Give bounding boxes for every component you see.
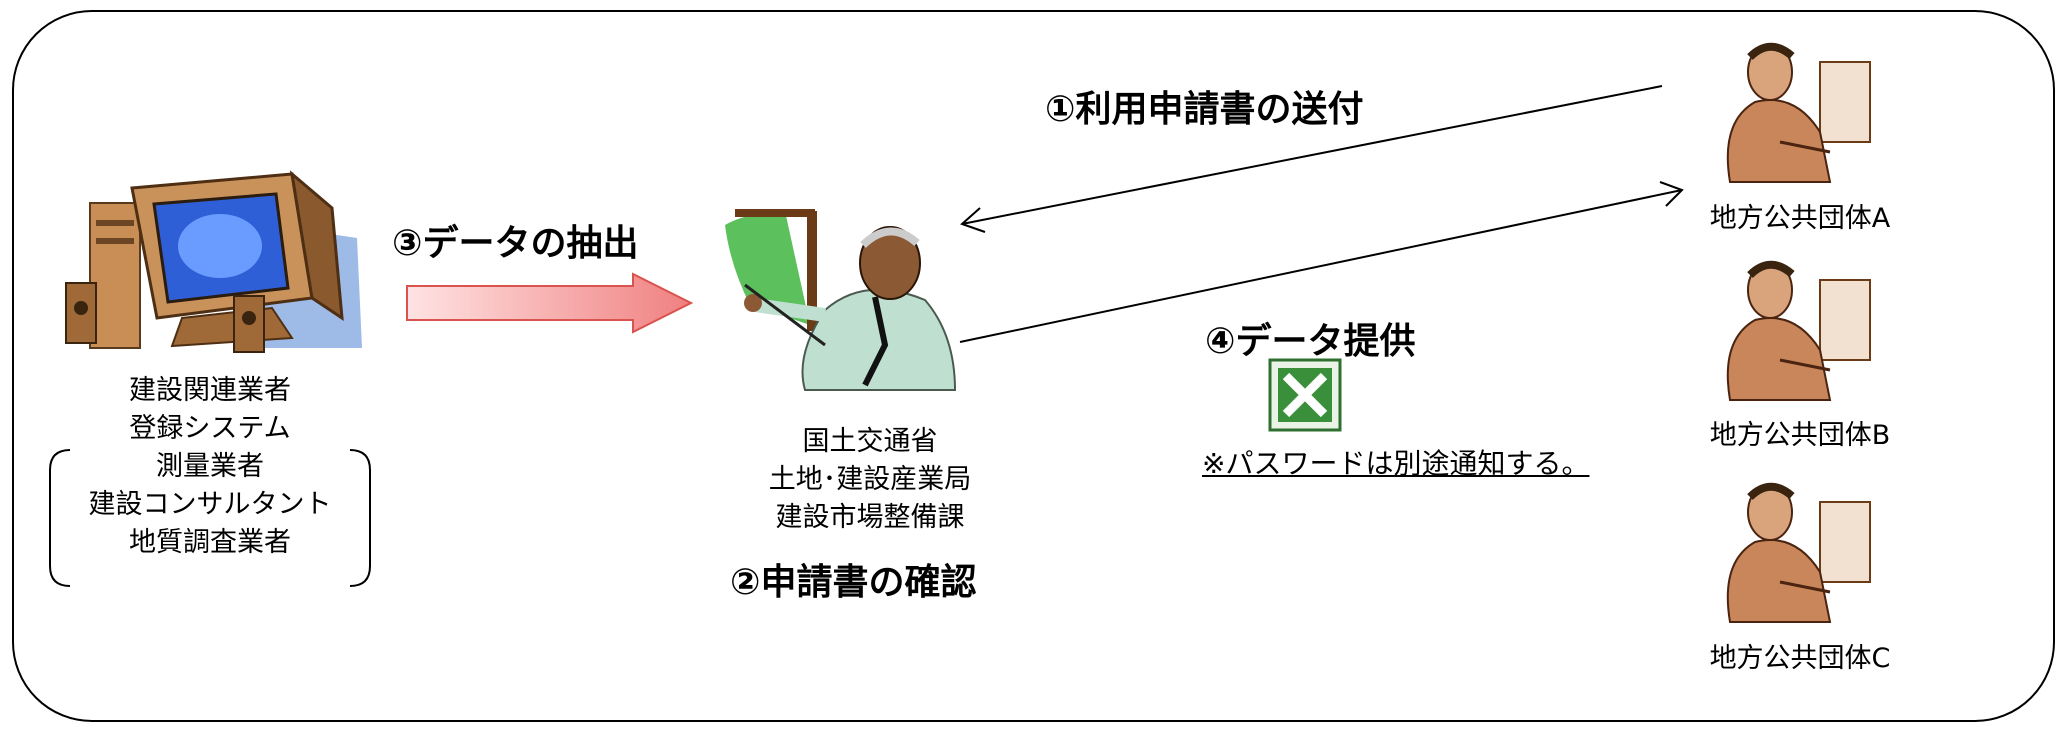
step1-label: ①利用申請書の送付 [1045, 89, 1364, 130]
office-worker-icon [1726, 42, 1871, 183]
excel-file-icon [1268, 358, 1342, 432]
step4-label: ④データ提供 [1205, 321, 1416, 362]
system-line-2: 登録システム [129, 413, 291, 444]
recipient-a: 地方公共団体A [1709, 203, 1891, 234]
system-label: 建設関連業者 登録システム [60, 372, 360, 448]
ministry-label: 国土交通省 土地･建設産業局 建設市場整備課 [740, 423, 1000, 537]
application-arrowhead [960, 207, 986, 233]
computer-icon [65, 170, 362, 353]
system-line-1: 建設関連業者 [129, 375, 291, 406]
bracket-item: 建設コンサルタント [88, 489, 332, 520]
step2-label: ②申請書の確認 [730, 562, 977, 603]
delivery-arrowhead [1659, 181, 1684, 207]
extract-arrow [406, 272, 694, 334]
presenter-icon [725, 209, 957, 391]
bracket-list: 測量業者 建設コンサルタント 地質調査業者 [70, 448, 350, 562]
ministry-line-1: 国土交通省 [802, 426, 938, 457]
recipient-b: 地方公共団体B [1709, 420, 1891, 451]
password-note: ※パスワードは別途通知する。 [1202, 447, 1590, 480]
diagram-frame [12, 10, 2055, 722]
ministry-line-3: 建設市場整備課 [775, 502, 965, 533]
office-worker-icon [1726, 482, 1871, 623]
bracket-item: 測量業者 [156, 451, 264, 482]
step3-label: ③データの抽出 [392, 223, 639, 264]
ministry-line-2: 土地･建設産業局 [768, 464, 972, 495]
delivery-arrow [959, 189, 1683, 343]
application-arrow [961, 85, 1663, 225]
office-worker-icon [1726, 260, 1871, 401]
bracket-left [49, 449, 71, 587]
recipient-c: 地方公共団体C [1709, 643, 1891, 674]
bracket-right [349, 449, 371, 587]
bracket-item: 地質調査業者 [129, 527, 291, 558]
